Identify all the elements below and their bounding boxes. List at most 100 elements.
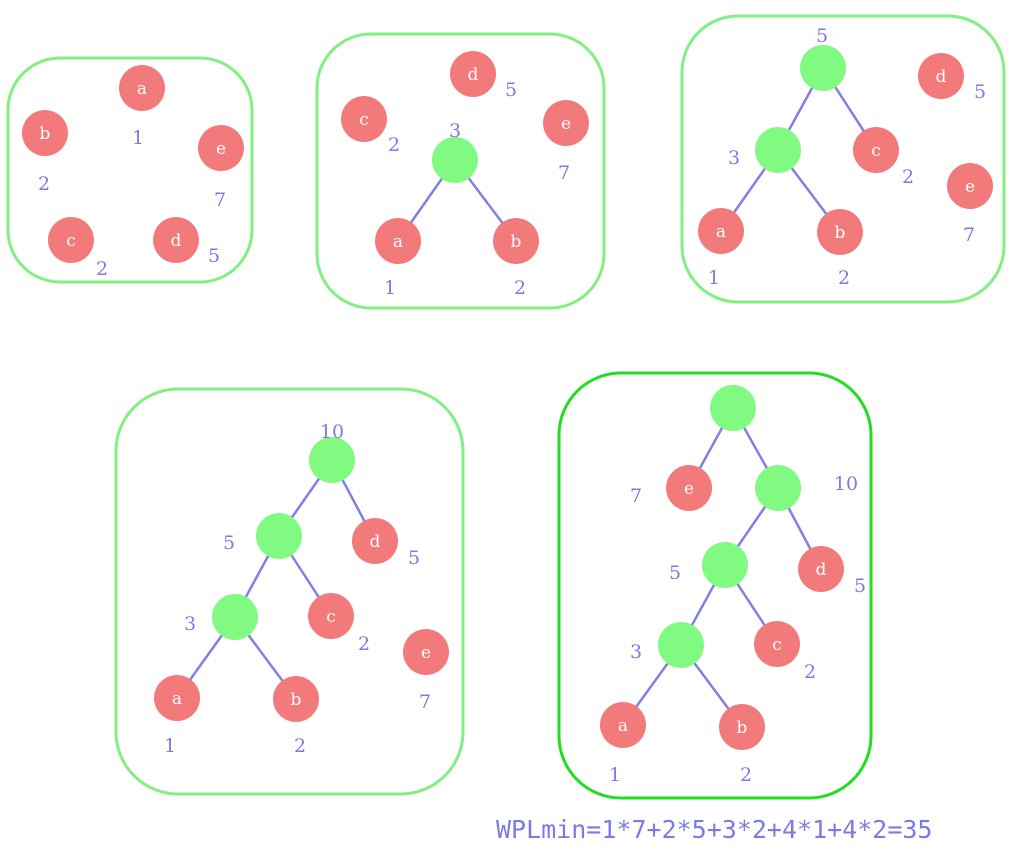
weight-label-b: 2	[514, 277, 526, 299]
weight-label-a: 1	[132, 127, 144, 149]
leaf-node-c	[48, 217, 94, 263]
node-letter-a: a	[618, 716, 628, 736]
internal-node-n5	[800, 45, 846, 91]
internal-node-n3	[755, 127, 801, 173]
weight-label-n3: 3	[630, 641, 642, 663]
panel-step-5: e 7 10 5 d 5 3 c 2 a 1 b 2	[557, 371, 873, 800]
node-letter-c: c	[772, 635, 782, 655]
node-letter-d: d	[936, 67, 947, 87]
weight-label-n5: 5	[669, 562, 681, 584]
weight-label-d: 5	[208, 245, 220, 267]
weight-label-a: 1	[609, 764, 621, 786]
weight-label-e: 7	[214, 189, 226, 211]
leaf-node-a	[119, 65, 165, 111]
weight-label-e: 7	[963, 224, 975, 246]
weight-label-n3: 3	[184, 613, 196, 635]
node-letter-e: e	[421, 643, 431, 663]
internal-node-n10	[309, 437, 355, 483]
leaf-node-b	[22, 110, 68, 156]
leaf-node-a	[600, 702, 646, 748]
weight-label-c: 2	[388, 134, 400, 156]
weight-label-c: 2	[902, 166, 914, 188]
node-letter-d: d	[468, 65, 479, 85]
leaf-node-d	[352, 518, 398, 564]
weight-label-d: 5	[505, 79, 517, 101]
node-letter-b: b	[835, 223, 846, 243]
leaf-node-b	[719, 704, 765, 750]
weight-label-d: 5	[408, 547, 420, 569]
node-letter-d: d	[816, 560, 827, 580]
leaf-node-b	[493, 218, 539, 264]
weight-label-b: 2	[38, 173, 50, 195]
weight-label-d: 5	[974, 81, 986, 103]
leaf-node-d	[450, 51, 496, 97]
weight-label-d: 5	[854, 575, 866, 597]
node-letter-a: a	[137, 79, 147, 99]
leaf-node-a	[154, 675, 200, 721]
weight-label-n3: 3	[449, 120, 461, 142]
weight-label-n5: 5	[816, 25, 828, 47]
node-letter-c: c	[66, 231, 76, 251]
leaf-node-d	[918, 53, 964, 99]
internal-node-n5	[702, 542, 748, 588]
node-letter-c: c	[326, 607, 336, 627]
leaf-node-e	[666, 465, 712, 511]
weight-label-c: 2	[358, 633, 370, 655]
weight-label-n3: 3	[728, 147, 740, 169]
leaf-node-a	[698, 208, 744, 254]
panel-border	[315, 32, 606, 310]
node-letter-b: b	[511, 232, 522, 252]
node-letter-b: b	[40, 124, 51, 144]
weight-label-n10: 10	[834, 473, 858, 495]
leaf-node-c	[308, 593, 354, 639]
internal-node-n3	[212, 594, 258, 640]
weight-label-b: 2	[294, 735, 306, 757]
internal-node-n3	[432, 137, 478, 183]
leaf-node-a	[375, 218, 421, 264]
panel-border	[557, 371, 873, 800]
weight-label-n10: 10	[320, 421, 344, 443]
internal-node-n5	[256, 513, 302, 559]
node-letter-a: a	[393, 232, 403, 252]
leaf-node-c	[853, 127, 899, 173]
node-letter-b: b	[737, 718, 748, 738]
panel-border	[680, 14, 1006, 304]
panel-border	[114, 387, 465, 796]
leaf-node-e	[403, 629, 449, 675]
node-letter-d: d	[171, 231, 182, 251]
weight-label-e: 7	[630, 485, 642, 507]
weight-label-a: 1	[164, 735, 176, 757]
weight-label-b: 2	[740, 764, 752, 786]
internal-node-n3	[658, 622, 704, 668]
wpl-formula: WPLmin=1*7+2*5+3*2+4*1+4*2=35	[496, 815, 933, 844]
leaf-node-d	[153, 217, 199, 263]
leaf-node-b	[273, 676, 319, 722]
node-letter-e: e	[684, 479, 694, 499]
node-letter-a: a	[172, 689, 182, 709]
weight-label-e: 7	[558, 162, 570, 184]
leaf-node-e	[947, 163, 993, 209]
leaf-node-c	[341, 96, 387, 142]
node-letter-c: c	[359, 110, 369, 130]
node-letter-a: a	[716, 222, 726, 242]
weight-label-a: 1	[708, 267, 720, 289]
weight-label-c: 2	[804, 661, 816, 683]
node-letter-e: e	[561, 114, 571, 134]
leaf-node-b	[817, 209, 863, 255]
leaf-node-c	[754, 621, 800, 667]
leaf-node-e	[543, 100, 589, 146]
weight-label-b: 2	[838, 267, 850, 289]
internal-node-n10	[755, 465, 801, 511]
weight-label-a: 1	[384, 277, 396, 299]
node-letter-d: d	[370, 532, 381, 552]
weight-label-n5: 5	[223, 532, 235, 554]
node-letter-b: b	[291, 690, 302, 710]
node-letter-c: c	[871, 141, 881, 161]
panel-border	[6, 56, 254, 284]
weight-label-c: 2	[96, 258, 108, 280]
